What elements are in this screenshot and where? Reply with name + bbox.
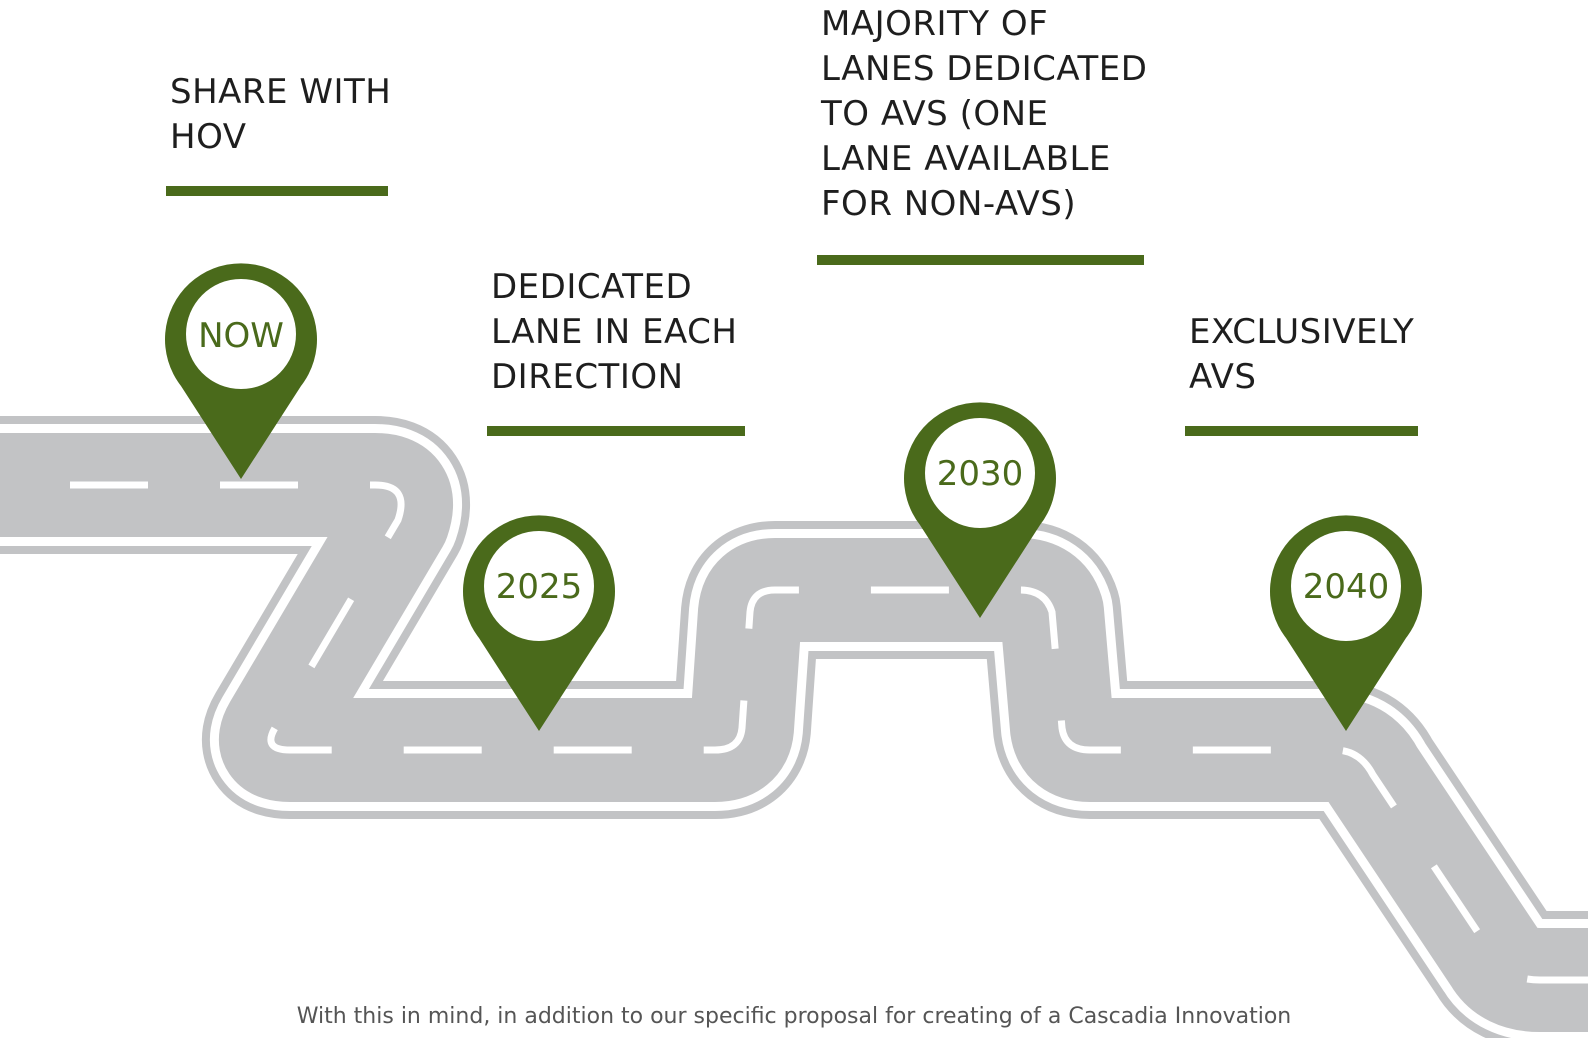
milestone-rule-now: [166, 186, 388, 196]
pin-2025: 2025: [463, 515, 615, 731]
pin-hole: [484, 531, 594, 641]
pin-hole: [925, 418, 1035, 528]
pin-label-2030: 2030: [937, 454, 1024, 494]
milestone-text-now: SHARE WITH HOV: [170, 72, 392, 157]
pin-label-2040: 2040: [1303, 567, 1390, 607]
milestone-text-2040: EXCLUSIVELY AVS: [1189, 312, 1415, 397]
milestone-rule-2040: [1185, 426, 1418, 436]
pin-now: NOW: [164, 263, 317, 479]
lane-markings: [0, 481, 1588, 984]
pin-hole: [1291, 531, 1401, 641]
pin-label-now: NOW: [198, 316, 284, 356]
milestone-text-2030: MAJORITY OF LANES DEDICATED TO AVS (ONE …: [821, 4, 1148, 224]
body-caption: With this in mind, in addition to our sp…: [296, 1004, 1292, 1029]
milestone-rule-2025: [487, 426, 745, 436]
pin-2030: 2030: [904, 402, 1057, 618]
pin-hole: [186, 279, 296, 389]
milestone-rule-2030: [817, 255, 1144, 265]
pin-2040: 2040: [1269, 515, 1422, 731]
pin-label-2025: 2025: [496, 567, 583, 607]
milestone-text-2025: DEDICATED LANE IN EACH DIRECTION: [491, 267, 738, 397]
